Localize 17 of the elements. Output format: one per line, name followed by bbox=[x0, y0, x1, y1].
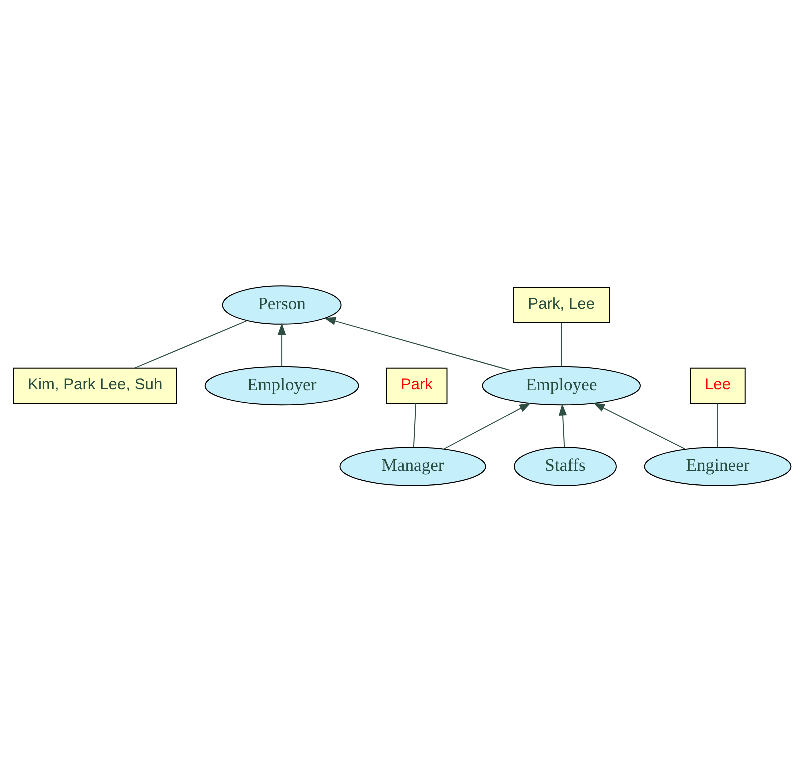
node-box: Lee bbox=[690, 368, 746, 404]
arrow bbox=[444, 403, 532, 450]
arrow bbox=[558, 404, 568, 448]
node-ellipse: Employer bbox=[204, 366, 360, 406]
node-ellipse: Engineer bbox=[644, 447, 792, 486]
arrow bbox=[593, 402, 686, 450]
arrow bbox=[324, 317, 512, 372]
connector bbox=[561, 322, 562, 367]
node-box: Park, Lee bbox=[513, 287, 610, 324]
node-box: Park bbox=[386, 368, 448, 404]
connector bbox=[134, 320, 248, 369]
node-box: Kim, Park Lee, Suh bbox=[13, 368, 178, 404]
connector bbox=[413, 403, 417, 448]
arrow bbox=[278, 323, 286, 367]
node-ellipse: Employee bbox=[482, 366, 641, 406]
node-ellipse: Staffs bbox=[514, 447, 617, 486]
node-ellipse: Manager bbox=[340, 447, 486, 486]
